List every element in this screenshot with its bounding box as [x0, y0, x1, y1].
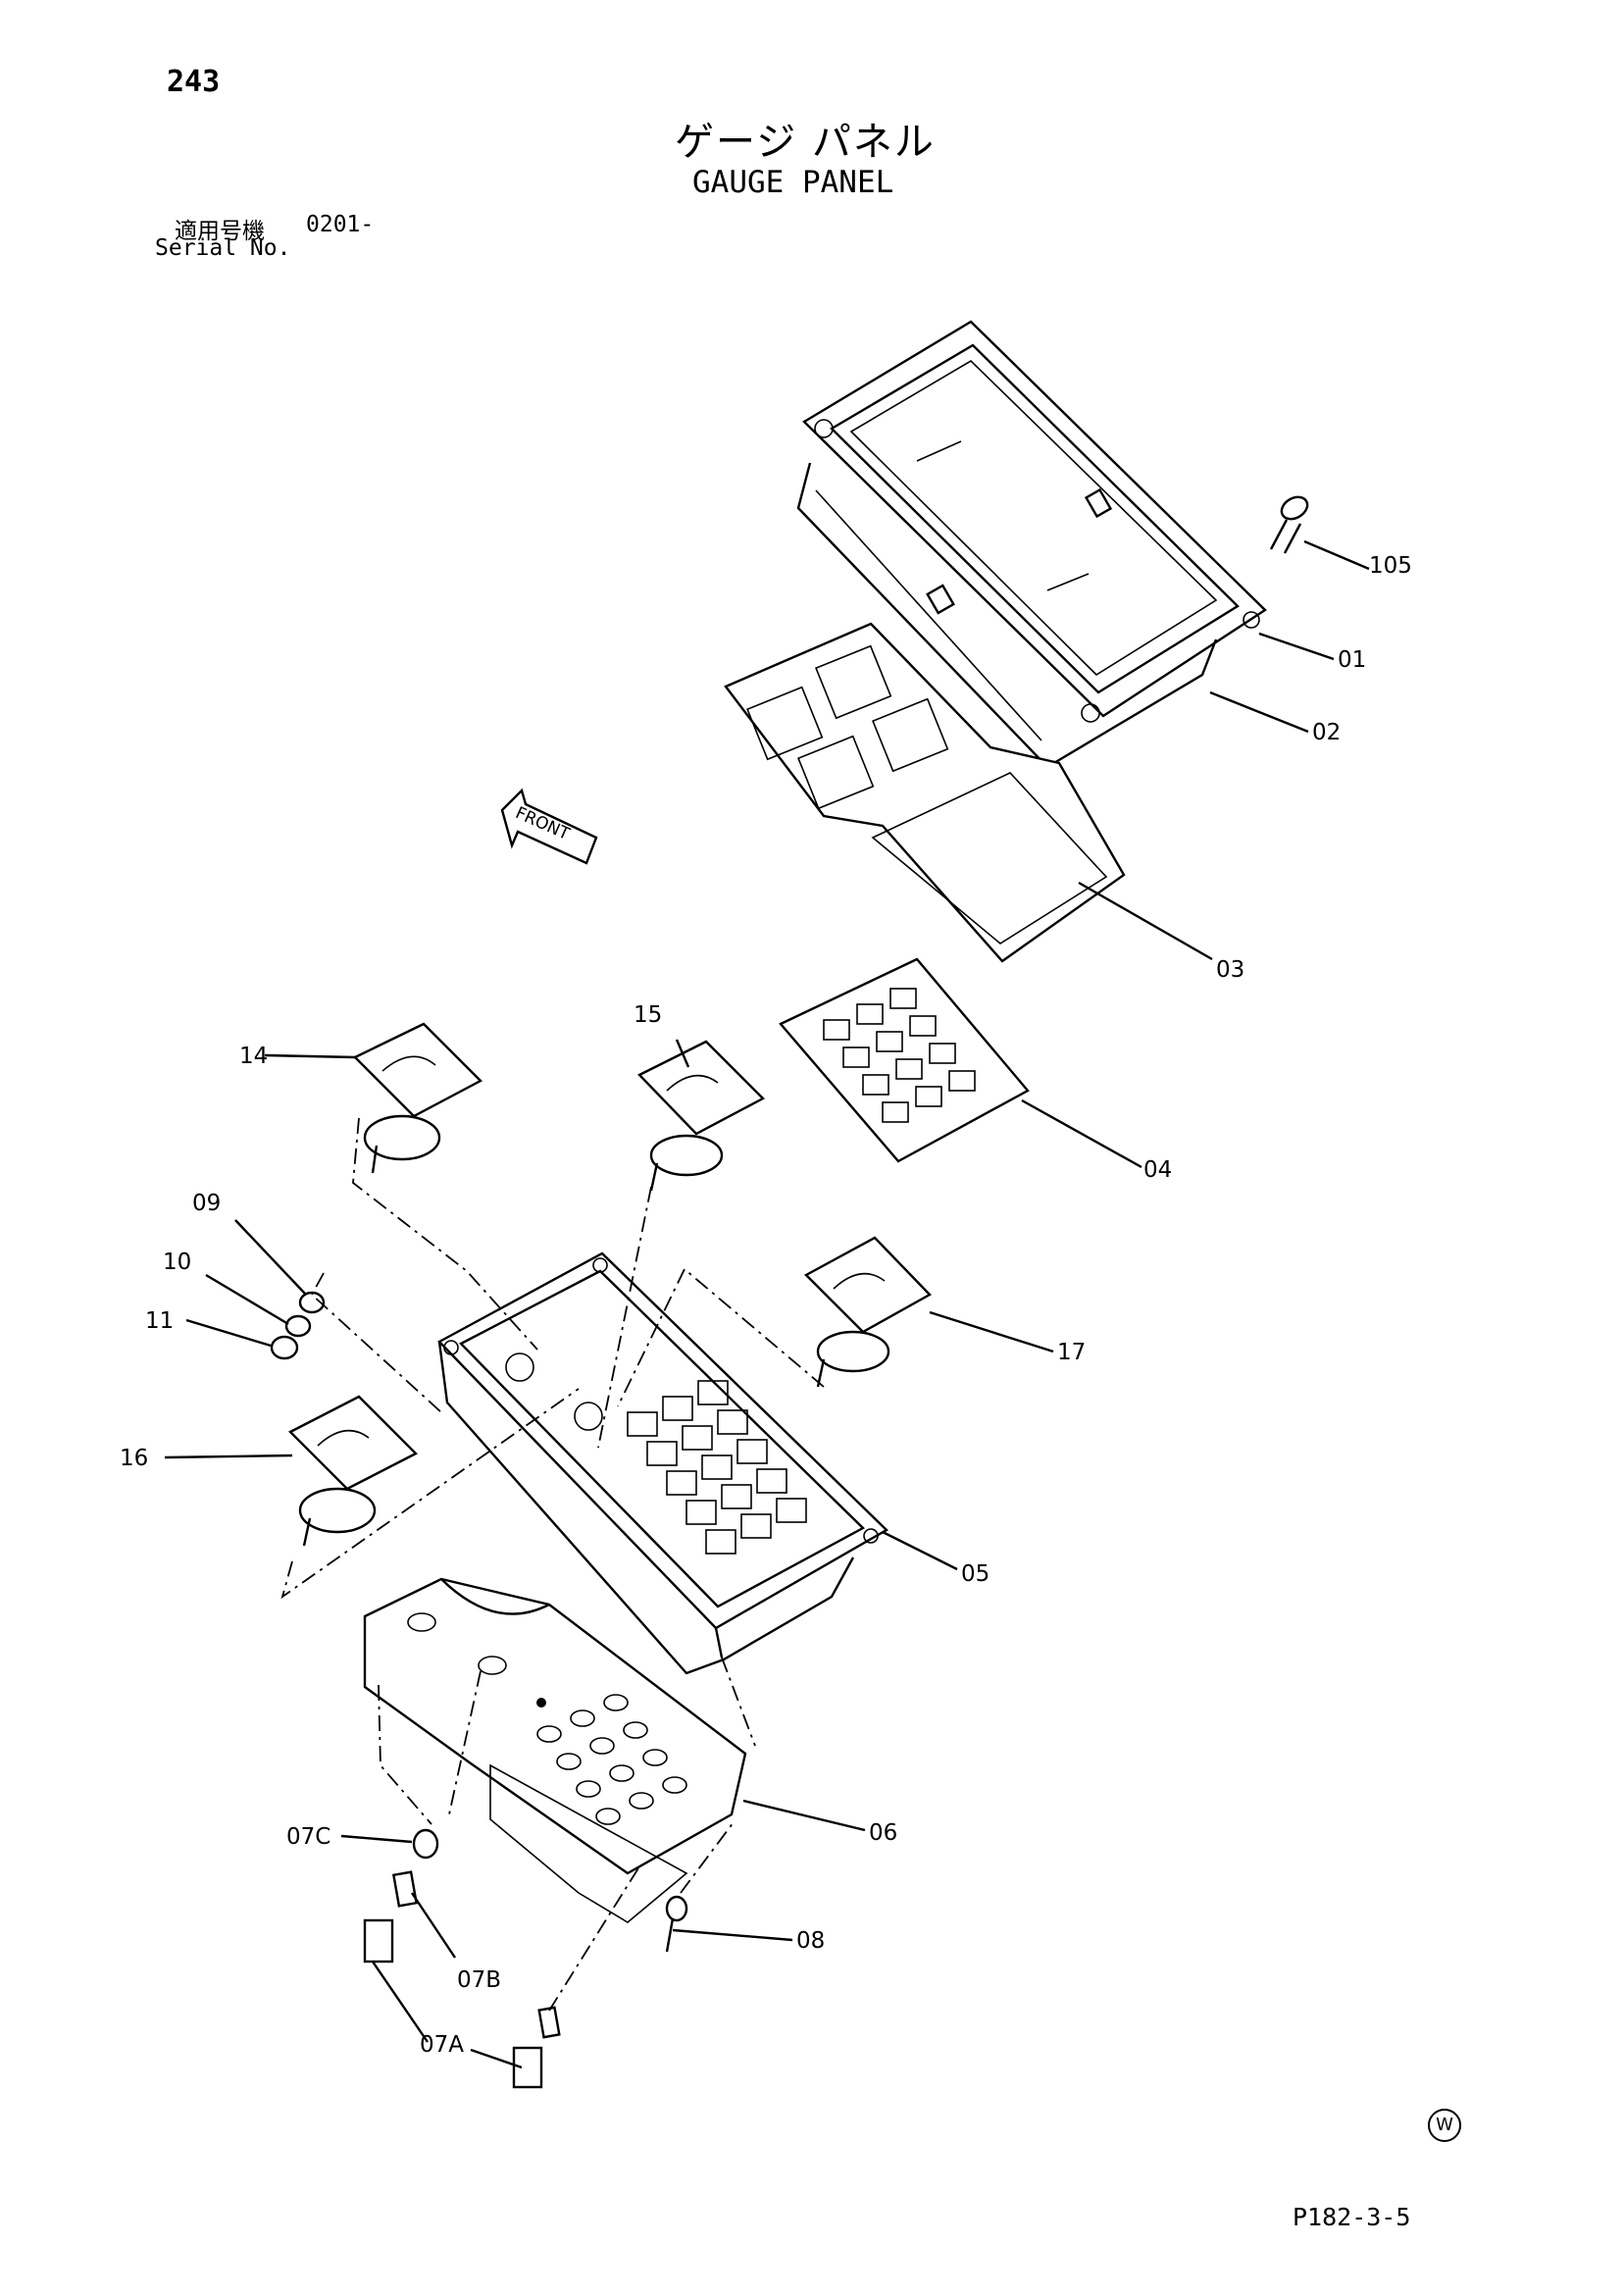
callout-02: 02 — [1312, 720, 1342, 745]
callout-105: 105 — [1369, 553, 1412, 579]
leader-lines — [164, 539, 1370, 2069]
callout-17: 17 — [1057, 1340, 1087, 1365]
page-title: GAUGE PANEL — [692, 165, 894, 200]
callout-04: 04 — [1143, 1157, 1173, 1183]
indicator-sheet-part — [779, 957, 1030, 1163]
screw-105-part — [1269, 495, 1309, 554]
callout-15: 15 — [634, 1002, 663, 1028]
callout-07c: 07C — [286, 1824, 331, 1850]
watermark-w-symbol: W — [1428, 2109, 1461, 2142]
callout-07a: 07A — [420, 2032, 465, 2058]
callout-09: 09 — [192, 1191, 222, 1216]
serial-label-japanese: 適用号機 — [175, 219, 265, 244]
page-number: 243 — [167, 65, 221, 99]
gauge-16-part — [287, 1395, 419, 1547]
gauge-14-part — [352, 1022, 482, 1174]
page-title-japanese: ゲージ パネル — [675, 120, 936, 165]
front-direction-arrow — [500, 788, 598, 865]
bezel-frame-part — [802, 320, 1267, 723]
callout-10: 10 — [163, 1250, 192, 1275]
callout-05: 05 — [961, 1561, 990, 1587]
callout-08: 08 — [796, 1928, 826, 1954]
drawing-code: P182-3-5 — [1293, 2203, 1411, 2231]
callout-01: 01 — [1338, 647, 1367, 673]
callout-07b: 07B — [457, 1967, 502, 1993]
callout-06: 06 — [869, 1820, 898, 1846]
assembly-lines — [280, 1117, 825, 2012]
callout-03: 03 — [1216, 957, 1245, 983]
gauge-15-part — [637, 1040, 765, 1192]
callout-16: 16 — [120, 1446, 149, 1471]
washer-nut-set — [270, 1291, 326, 1360]
gauge-17-part — [804, 1236, 932, 1388]
serial-label: Serial No. — [155, 235, 291, 261]
callout-14: 14 — [239, 1044, 269, 1069]
window-plate-part — [724, 622, 1126, 963]
callout-11: 11 — [145, 1308, 175, 1334]
circuit-board-part — [363, 1577, 747, 1923]
gauge-case-part — [437, 1251, 888, 1675]
connector-parts — [363, 1828, 688, 2089]
serial-range: 0201- — [306, 212, 375, 237]
